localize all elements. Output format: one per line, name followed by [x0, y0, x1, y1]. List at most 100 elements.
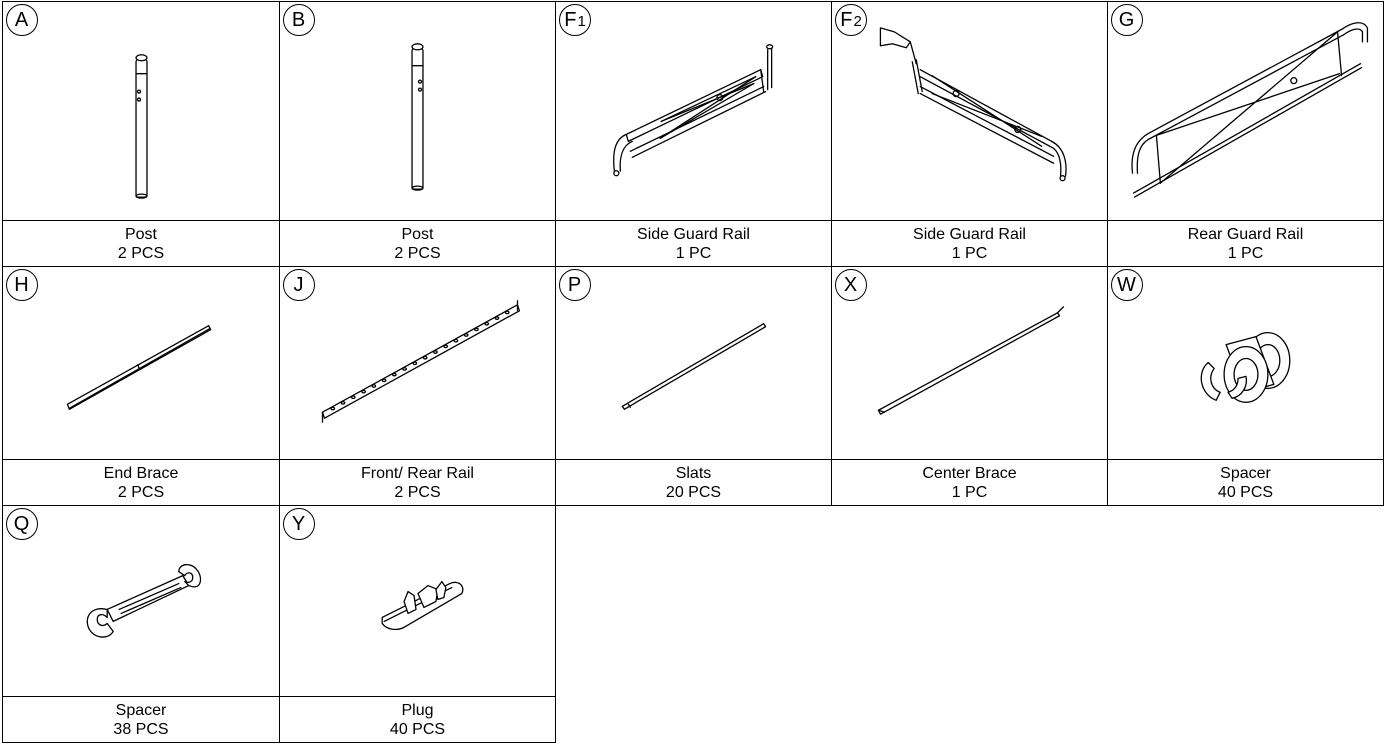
- part-quantity: 2 PCS: [394, 483, 441, 501]
- clip-spacer-icon: [86, 564, 202, 638]
- part-name: Center Brace: [922, 464, 1017, 482]
- rail-hole: [484, 321, 490, 326]
- part-cell-g: G Rear Guard Rail 1 PC: [1107, 1, 1384, 267]
- part-name: Post: [401, 225, 434, 243]
- rail-hole: [350, 395, 356, 400]
- part-caption: Slats 20 PCS: [556, 460, 831, 505]
- part-letter-badge: H: [6, 269, 38, 301]
- rail-hole: [422, 355, 428, 360]
- rail-hole: [330, 406, 336, 411]
- rail-hole: [453, 338, 459, 343]
- part-illustration: A: [3, 2, 279, 221]
- end-brace-icon: [66, 325, 212, 410]
- rail-hole: [412, 361, 418, 366]
- part-caption: Spacer 40 PCS: [1108, 460, 1383, 505]
- side-guard-rail-icon: [879, 27, 1067, 182]
- part-cell-q: Q Spacer 38 PCS: [2, 505, 280, 743]
- rail-hole: [432, 350, 438, 354]
- part-quantity: 40 PCS: [1217, 483, 1274, 501]
- side-guard-rail-icon: [613, 44, 774, 177]
- rail-hole: [463, 333, 469, 337]
- part-caption: Spacer 38 PCS: [3, 697, 279, 742]
- part-illustration: Q: [3, 506, 279, 697]
- part-caption: End Brace 2 PCS: [3, 460, 279, 505]
- part-caption: Center Brace 1 PC: [832, 460, 1107, 505]
- rail-hole: [391, 372, 397, 377]
- part-letter-badge: Y: [283, 508, 315, 540]
- part-letter-badge: P: [559, 269, 591, 301]
- part-letter-badge: Q: [6, 508, 38, 540]
- part-name: Spacer: [1220, 464, 1271, 482]
- part-caption: Front/ Rear Rail 2 PCS: [280, 460, 555, 505]
- part-illustration: J: [280, 267, 555, 460]
- part-illustration: G: [1108, 2, 1383, 221]
- plug-icon: [381, 580, 464, 631]
- rail-hole: [494, 316, 500, 320]
- slat-icon: [621, 323, 767, 410]
- rail-hole: [371, 384, 377, 388]
- part-cell-j: J Front/ Rear Rail 2 PCS: [279, 266, 556, 506]
- rail-hole: [381, 378, 387, 383]
- part-name: Rear Guard Rail: [1187, 225, 1304, 243]
- part-quantity: 40 PCS: [389, 720, 446, 738]
- part-illustration: B: [280, 2, 555, 221]
- part-quantity: 2 PCS: [117, 483, 165, 501]
- part-caption: Post 2 PCS: [280, 221, 555, 266]
- rail-hole: [402, 367, 408, 371]
- center-brace-icon: [877, 306, 1065, 415]
- part-name: Side Guard Rail: [913, 225, 1026, 243]
- post-icon: [135, 54, 148, 199]
- part-name: Slats: [675, 464, 712, 482]
- part-cell-p: P Slats 20 PCS: [555, 266, 832, 506]
- part-illustration: Y: [280, 506, 555, 697]
- part-quantity: 1 PC: [951, 483, 988, 501]
- part-quantity: 2 PCS: [117, 244, 165, 262]
- rail-hole: [473, 327, 479, 332]
- rail-hole: [504, 310, 510, 315]
- part-cell-y: Y Plug 40 PCS: [279, 505, 556, 743]
- part-quantity: 38 PCS: [113, 720, 169, 738]
- part-letter-badge: G: [1111, 4, 1143, 36]
- part-quantity: 20 PCS: [665, 483, 722, 501]
- part-letter-badge: X: [835, 269, 867, 301]
- part-letter-badge: A: [6, 4, 38, 36]
- part-illustration: P: [556, 267, 831, 460]
- part-name: Side Guard Rail: [637, 225, 750, 243]
- part-quantity: 1 PC: [951, 244, 988, 262]
- rail-hole: [361, 389, 367, 394]
- part-cell-w: W Spacer 40 PCS: [1107, 266, 1384, 506]
- part-quantity: 1 PC: [675, 244, 712, 262]
- part-cell-a: A Post 2 PCS: [2, 1, 280, 267]
- rail-hole: [340, 401, 346, 405]
- part-quantity: 2 PCS: [394, 244, 441, 262]
- part-caption: Post 2 PCS: [3, 221, 279, 266]
- part-illustration: W: [1108, 267, 1383, 460]
- part-caption: Rear Guard Rail 1 PC: [1108, 221, 1383, 266]
- part-name: Plug: [401, 701, 434, 719]
- part-illustration: X: [832, 267, 1107, 460]
- part-caption: Side Guard Rail 1 PC: [556, 221, 831, 266]
- part-caption: Plug 40 PCS: [280, 697, 555, 742]
- part-cell-x: X Center Brace 1 PC: [831, 266, 1108, 506]
- front-rear-rail-icon: [321, 300, 521, 423]
- part-name: Front/ Rear Rail: [361, 464, 474, 482]
- part-letter-badge: J: [283, 269, 315, 301]
- post-icon: [411, 43, 424, 191]
- part-cell-b: B Post 2 PCS: [279, 1, 556, 267]
- spool-spacer-icon: [1200, 332, 1291, 403]
- part-name: End Brace: [103, 464, 179, 482]
- part-caption: Side Guard Rail 1 PC: [832, 221, 1107, 266]
- part-letter-badge: W: [1111, 269, 1143, 301]
- part-letter-badge: B: [283, 4, 315, 36]
- rail-hole: [443, 344, 449, 349]
- part-quantity: 1 PC: [1227, 244, 1264, 262]
- part-name: Spacer: [115, 701, 167, 719]
- part-illustration: H: [3, 267, 279, 460]
- rear-guard-rail-icon: [1131, 22, 1369, 198]
